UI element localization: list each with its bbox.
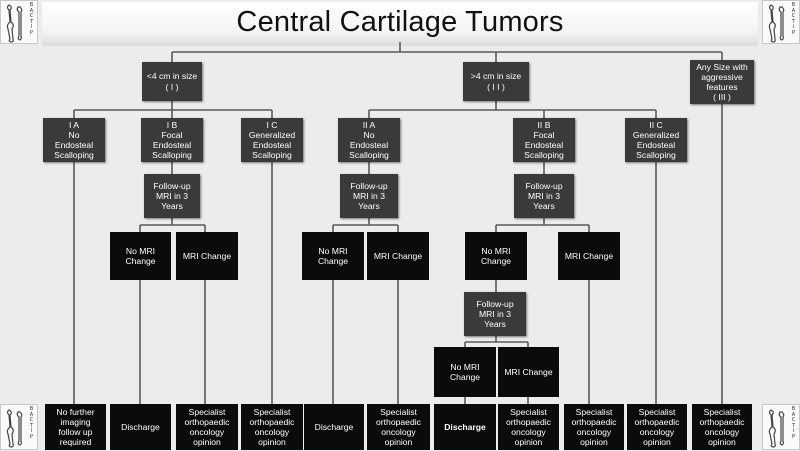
diagram-title: Central Cartilage Tumors — [236, 6, 564, 38]
outcome-ic: Specialist orthopaedic oncology opinion — [241, 404, 303, 450]
node-followup-iia: Follow-up MRI in 3 Years — [340, 174, 398, 218]
logo-top-right: B A C T I P — [762, 0, 800, 44]
outcome-iia-no-change: Discharge — [304, 404, 364, 450]
outcome-iib-change: Specialist orthopaedic oncology opinion — [564, 404, 624, 450]
bone-icon — [768, 4, 785, 43]
node-followup-iib: Follow-up MRI in 3 Years — [514, 174, 574, 218]
node-size-over-4cm: >4 cm in size ( I I ) — [463, 62, 529, 101]
node-iia-mri-change: MRI Change — [367, 232, 429, 280]
outcome-iia-change: Specialist orthopaedic oncology opinion — [367, 404, 430, 450]
bone-icon — [768, 409, 785, 448]
title-band — [42, 2, 758, 46]
node-ia: I A No Endosteal Scalloping — [43, 118, 105, 162]
logo-text: B A C T I P — [29, 2, 34, 36]
node-iia: II A No Endosteal Scalloping — [338, 118, 400, 162]
logo-text: B A C T I P — [29, 406, 34, 440]
outcome-ib-no-change: Discharge — [110, 404, 171, 450]
outcome-iib-second-no-change: Discharge — [434, 404, 496, 450]
node-iib-mri-change: MRI Change — [558, 232, 620, 280]
node-iib: II B Focal Endosteal Scalloping — [513, 118, 575, 162]
node-size-under-4cm: <4 cm in size ( I ) — [142, 62, 202, 101]
logo-bottom-right: B A C T I P — [762, 404, 800, 450]
node-ib: I B Focal Endosteal Scalloping — [141, 118, 203, 162]
node-iib-second-mri-change: MRI Change — [498, 347, 559, 397]
logo-text: B A C T I P — [791, 2, 796, 36]
node-aggressive-features: Any Size with aggressive features ( III … — [690, 60, 754, 104]
logo-bottom-left: B A C T I P — [0, 404, 38, 450]
logo-text: B A C T I P — [791, 406, 796, 440]
logo-top-left: B A C T I P — [0, 0, 38, 44]
node-iic: II C Generalized Endosteal Scalloping — [625, 118, 687, 162]
node-followup-ib: Follow-up MRI in 3 Years — [144, 174, 200, 218]
node-ib-mri-change: MRI Change — [176, 232, 238, 280]
node-iia-no-mri-change: No MRI Change — [302, 232, 364, 280]
outcome-ia: No further imaging follow up required — [45, 404, 106, 450]
outcome-aggressive: Specialist orthopaedic oncology opinion — [692, 404, 752, 450]
outcome-iic: Specialist orthopaedic oncology opinion — [627, 404, 687, 450]
node-iib-second-no-mri-change: No MRI Change — [434, 347, 496, 397]
node-followup-iib-second: Follow-up MRI in 3 Years — [464, 292, 526, 336]
outcome-iib-second-change: Specialist orthopaedic oncology opinion — [498, 404, 559, 450]
bone-icon — [6, 4, 23, 43]
node-iib-no-mri-change: No MRI Change — [465, 232, 527, 280]
bone-icon — [6, 409, 23, 448]
outcome-ib-change: Specialist orthopaedic oncology opinion — [176, 404, 238, 450]
node-ib-no-mri-change: No MRI Change — [110, 232, 171, 280]
node-ic: I C Generalized Endosteal Scalloping — [241, 118, 303, 162]
